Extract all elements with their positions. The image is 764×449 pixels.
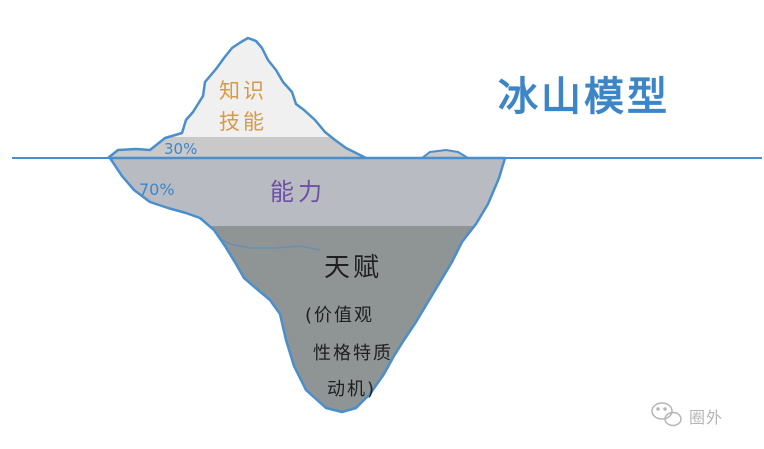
underwater-outline: [108, 156, 507, 414]
talent-detail-line3: 动机): [327, 379, 377, 400]
tip-label-line2: 技能: [219, 110, 267, 134]
talent-detail-line1: (价值观: [305, 305, 375, 326]
ability-label: 能力: [270, 178, 326, 206]
tip-percent: 30%: [164, 140, 198, 158]
watermark-text: 圈外: [689, 408, 724, 427]
diagram-title: 冰山模型: [498, 74, 670, 120]
middle-percent: 70%: [139, 180, 175, 199]
tip-outline: [107, 36, 367, 160]
wechat-icon: [651, 402, 682, 427]
talent-label: 天赋: [324, 253, 383, 283]
tip-label-line1: 知识: [219, 79, 267, 103]
talent-detail-line2: 性格特质: [313, 343, 393, 364]
